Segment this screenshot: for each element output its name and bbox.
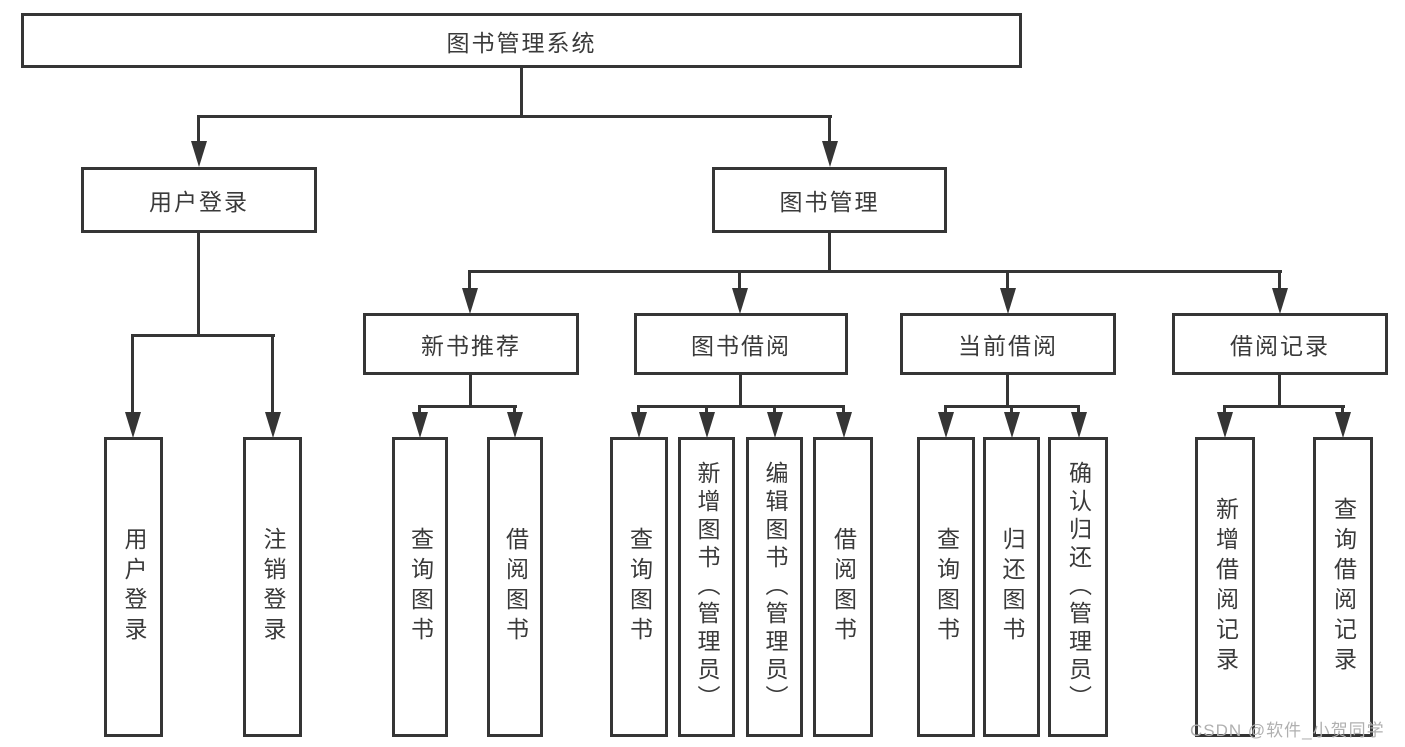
connector-line — [197, 115, 832, 118]
connector-line — [1006, 375, 1009, 407]
connector-line — [773, 405, 776, 414]
arrow-down-icon — [1000, 288, 1016, 314]
arrow-down-icon — [125, 412, 141, 438]
leaf-current-confirm-return-admin: 确认归还（管理员） — [1048, 437, 1108, 737]
leaf-record-add-borrow-record: 新增借阅记录 — [1195, 437, 1255, 737]
arrow-down-icon — [822, 141, 838, 167]
leaf-record-query-borrow-record: 查询借阅记录 — [1313, 437, 1373, 737]
connector-line — [637, 405, 640, 414]
csdn-watermark: CSDN @软件_小贺同学 — [1190, 721, 1385, 740]
connector-line — [1278, 375, 1281, 407]
connector-line — [513, 405, 516, 414]
connector-line — [705, 405, 708, 414]
connector-line — [828, 233, 831, 272]
node-root: 图书管理系统 — [21, 13, 1022, 68]
arrow-down-icon — [836, 412, 852, 438]
connector-line — [131, 337, 134, 413]
connector-line — [842, 405, 845, 414]
connector-line — [468, 273, 471, 289]
leaf-current-return-book: 归还图书 — [983, 437, 1040, 737]
connector-line — [739, 375, 742, 407]
connector-line — [197, 117, 200, 143]
leaf-newrec-borrow-book: 借阅图书 — [487, 437, 543, 737]
connector-line — [637, 405, 845, 408]
arrow-down-icon — [412, 412, 428, 438]
connector-line — [1010, 405, 1013, 414]
arrow-down-icon — [767, 412, 783, 438]
node-current-borrow: 当前借阅 — [900, 313, 1116, 375]
leaf-borrow-query-book: 查询图书 — [610, 437, 668, 737]
arrow-down-icon — [265, 412, 281, 438]
leaf-borrow-borrow-book: 借阅图书 — [813, 437, 873, 737]
connector-line — [1223, 405, 1345, 408]
connector-line — [131, 334, 275, 337]
connector-line — [1278, 273, 1281, 289]
node-book-management: 图书管理 — [712, 167, 947, 233]
leaf-current-query-book: 查询图书 — [917, 437, 975, 737]
arrow-down-icon — [631, 412, 647, 438]
node-borrow-record: 借阅记录 — [1172, 313, 1388, 375]
arrow-down-icon — [938, 412, 954, 438]
arrow-down-icon — [191, 141, 207, 167]
connector-line — [197, 233, 200, 336]
node-book-borrow: 图书借阅 — [634, 313, 848, 375]
connector-line — [271, 337, 274, 413]
connector-line — [418, 405, 421, 414]
node-user-login: 用户登录 — [81, 167, 317, 233]
connector-line — [944, 405, 947, 414]
arrow-down-icon — [462, 288, 478, 314]
connector-line — [1341, 405, 1344, 414]
arrow-down-icon — [1217, 412, 1233, 438]
connector-line — [1077, 405, 1080, 414]
arrow-down-icon — [1004, 412, 1020, 438]
node-new-book-recommend: 新书推荐 — [363, 313, 579, 375]
arrow-down-icon — [507, 412, 523, 438]
leaf-newrec-query-book: 查询图书 — [392, 437, 448, 737]
leaf-borrow-edit-book-admin: 编辑图书（管理员） — [746, 437, 803, 737]
arrow-down-icon — [1071, 412, 1087, 438]
arrow-down-icon — [732, 288, 748, 314]
connector-line — [828, 117, 831, 143]
leaf-borrow-add-book-admin: 新增图书（管理员） — [678, 437, 735, 737]
connector-line — [1006, 273, 1009, 289]
connector-line — [418, 405, 517, 408]
arrow-down-icon — [699, 412, 715, 438]
leaf-logout-login: 注销登录 — [243, 437, 302, 737]
connector-line — [468, 270, 1282, 273]
connector-line — [1223, 405, 1226, 414]
arrow-down-icon — [1335, 412, 1351, 438]
leaf-user-login: 用户登录 — [104, 437, 163, 737]
connector-line — [520, 67, 523, 117]
arrow-down-icon — [1272, 288, 1288, 314]
connector-line — [738, 273, 741, 289]
connector-line — [469, 375, 472, 407]
